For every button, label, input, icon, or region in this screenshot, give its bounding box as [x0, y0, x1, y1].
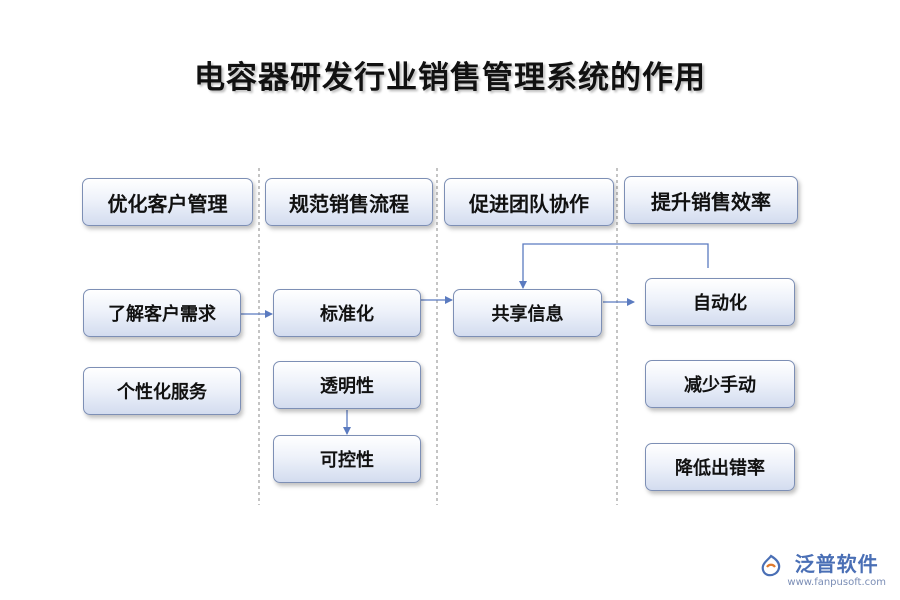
- item-automation: 自动化: [645, 278, 795, 326]
- page-title: 电容器研发行业销售管理系统的作用: [194, 60, 706, 96]
- header-standardize-sales-process: 规范销售流程: [265, 178, 433, 226]
- item-controllability: 可控性: [273, 435, 421, 483]
- fanpu-logo: 泛普软件 www.fanpusoft.com: [759, 548, 886, 588]
- item-personalized-service: 个性化服务: [83, 367, 241, 415]
- fanpu-logo-icon: [762, 554, 781, 577]
- logo-url: www.fanpusoft.com: [787, 577, 886, 588]
- item-transparency: 透明性: [273, 361, 421, 409]
- item-lower-error-rate: 降低出错率: [645, 443, 795, 491]
- arrow-automation-feedback: [519, 243, 709, 289]
- header-improve-sales-efficiency: 提升销售效率: [624, 176, 798, 224]
- item-reduce-manual-work: 减少手动: [645, 360, 795, 408]
- item-standardization: 标准化: [273, 289, 421, 337]
- item-understand-customer-needs: 了解客户需求: [83, 289, 241, 337]
- header-optimize-customer-management: 优化客户管理: [82, 178, 253, 226]
- logo-name: 泛普软件: [794, 552, 879, 576]
- header-promote-team-collaboration: 促进团队协作: [444, 178, 614, 226]
- item-share-information: 共享信息: [453, 289, 602, 337]
